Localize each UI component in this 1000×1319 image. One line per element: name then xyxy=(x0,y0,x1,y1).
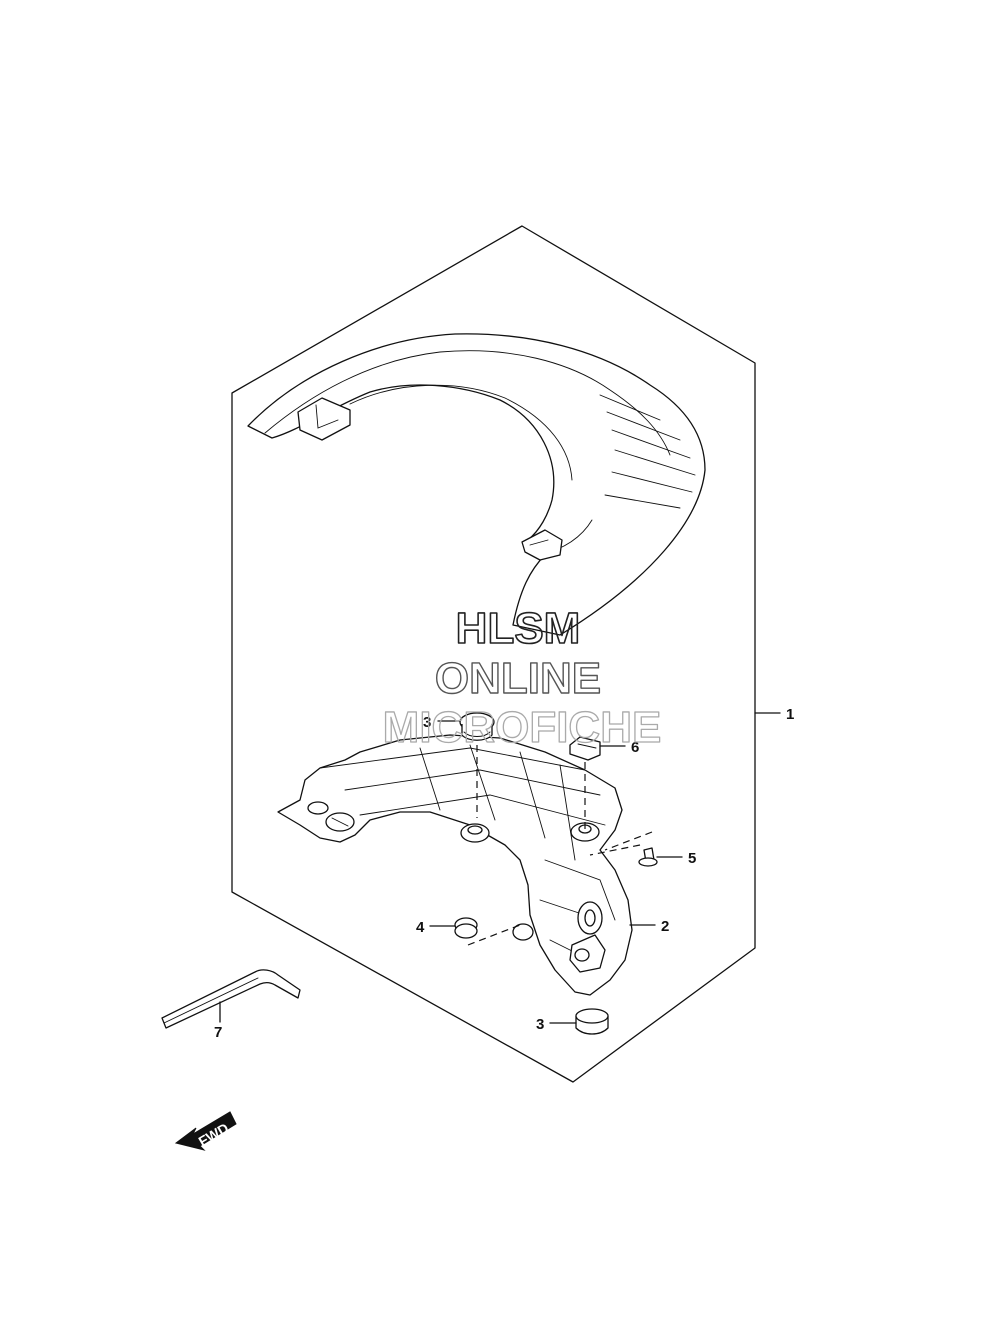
callout-2: 2 xyxy=(661,918,669,935)
fwd-arrow: FWD xyxy=(174,1111,237,1151)
grommet-upper xyxy=(459,712,495,818)
bolt xyxy=(589,831,658,867)
callout-1: 1 xyxy=(786,706,794,723)
callout-6: 6 xyxy=(631,739,639,756)
mounting-frame xyxy=(277,734,633,996)
seat-cowl xyxy=(247,333,706,636)
callout-3-upper: 3 xyxy=(423,714,431,731)
callout-3-lower: 3 xyxy=(536,1016,544,1033)
callout-5: 5 xyxy=(688,850,696,867)
washer xyxy=(454,917,521,946)
assembly-outline xyxy=(231,225,756,1083)
grommet-lower xyxy=(575,1008,609,1035)
callout-4: 4 xyxy=(416,919,425,936)
watermark-line-2: ONLINE xyxy=(435,654,601,703)
watermark: HLSM ONLINE MICROFICHE xyxy=(382,603,662,752)
watermark-line-1: HLSM xyxy=(456,604,581,653)
hex-wrench xyxy=(161,969,301,1029)
callout-7: 7 xyxy=(214,1024,222,1041)
clip-nut xyxy=(569,736,601,832)
watermark-line-3: MICROFICHE xyxy=(383,703,662,752)
